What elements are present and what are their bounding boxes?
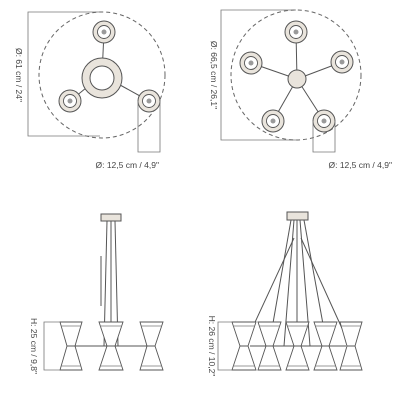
outer-diameter-circle (38, 11, 166, 139)
lamp-right (313, 321, 338, 371)
lamp-left (59, 321, 83, 371)
shade-upper-left (239, 51, 263, 75)
canopy-inner (89, 65, 115, 91)
height-label: H: 25 cm / 9,8" (29, 318, 39, 374)
diameter-label: Ø: 61 cm / 24" (14, 48, 24, 102)
side-view-3-arm: H: 25 cm / 9,8" (29, 213, 164, 374)
diameter-label: Ø: 66,5 cm / 26,1" (209, 41, 219, 109)
plan-view-3-arm: Ø: 61 cm / 24" Ø: 12,5 cm / 4,9" (14, 11, 166, 170)
height-bracket (43, 321, 60, 371)
lamp-center (285, 321, 310, 371)
shade-bracket (137, 101, 161, 153)
shade-top (92, 20, 116, 44)
shade-lower-right (312, 109, 336, 133)
lamp-far-left (231, 321, 257, 371)
height-bracket (217, 321, 232, 371)
shade-lower-left (261, 109, 285, 133)
outer-diameter-circle (230, 9, 362, 141)
ceiling-canopy (100, 213, 122, 222)
diameter-bracket (220, 9, 296, 141)
side-view-5-arm: H: 26 cm / 10,2" (207, 211, 363, 377)
shade-right (137, 89, 161, 113)
height-label: H: 26 cm / 10,2" (207, 316, 217, 377)
lamp-far-right (339, 321, 363, 371)
shade-left (58, 89, 82, 113)
shade-diameter-label: Ø: 12,5 cm / 4,9" (96, 160, 160, 170)
canopy (287, 69, 307, 89)
shade-top (284, 20, 308, 44)
shade-bracket (312, 121, 336, 153)
lamp-left (257, 321, 282, 371)
ceiling-canopy (286, 211, 309, 221)
diameter-bracket (27, 11, 100, 137)
lamp-center (98, 321, 124, 371)
lamp-right (139, 321, 164, 371)
plan-view-5-arm: Ø: 66,5 cm / 26,1" Ø: 12,5 cm / 4,9" (209, 9, 393, 170)
shade-upper-right (330, 50, 354, 74)
shade-diameter-label: Ø: 12,5 cm / 4,9" (329, 160, 393, 170)
